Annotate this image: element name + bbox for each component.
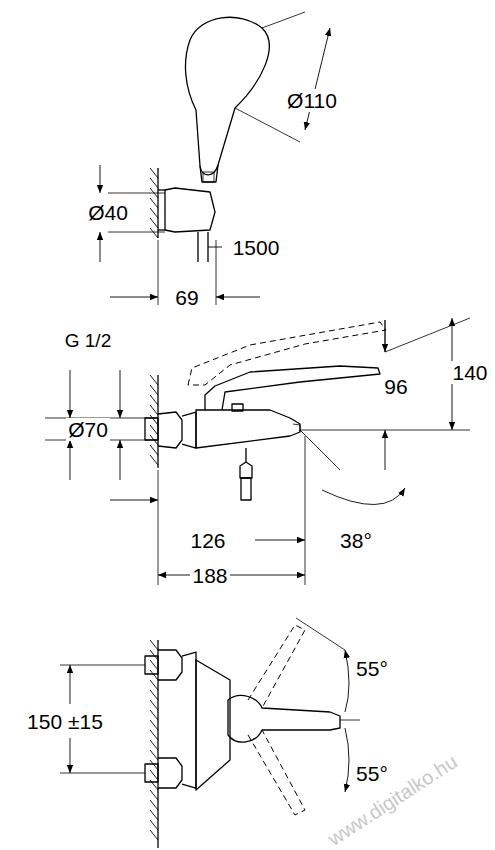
hatch-stroke <box>150 760 158 770</box>
hatch-stroke <box>150 198 158 208</box>
hatch-stroke <box>150 640 158 650</box>
hatch-stroke <box>150 700 158 710</box>
hatch-stroke <box>150 415 158 425</box>
length-dimension: 69 <box>173 286 200 309</box>
hatch-stroke <box>150 750 158 760</box>
height-dimension: 96 <box>382 375 409 398</box>
hatch-stroke <box>150 228 158 238</box>
spout-body <box>196 410 300 448</box>
mixer-top <box>145 625 340 815</box>
hatch-stroke <box>150 690 158 700</box>
hatch-stroke <box>150 178 158 188</box>
lever-open <box>188 322 386 385</box>
height-dimension: 140 <box>450 361 489 384</box>
length-dimension: 1500 <box>231 236 282 259</box>
lever <box>228 695 340 742</box>
hatch-stroke <box>150 710 158 720</box>
hatch-stroke <box>150 425 158 435</box>
hatch-stroke <box>150 670 158 680</box>
hatch-stroke <box>150 218 158 228</box>
hatch-stroke <box>150 405 158 415</box>
hatch-stroke <box>150 720 158 730</box>
hatch-stroke <box>150 385 158 395</box>
hatch-stroke <box>150 820 158 830</box>
hatch-stroke <box>150 660 158 670</box>
hatch-stroke <box>150 730 158 740</box>
hatch-stroke <box>150 810 158 820</box>
diameter-dimension: Ø110 <box>285 89 339 112</box>
spacing-dimension: 150 ±15 <box>25 710 105 733</box>
length-dimension: 126 <box>188 529 227 552</box>
angle-dimension: 55° <box>354 762 390 785</box>
hatch-stroke <box>150 375 158 385</box>
hatch-stroke <box>150 445 158 455</box>
hatch-stroke <box>150 770 158 780</box>
hose <box>198 232 208 262</box>
angle-dimension: 55° <box>354 657 390 680</box>
hatch-stroke <box>150 168 158 178</box>
hatch-stroke <box>150 650 158 660</box>
hatch-stroke <box>150 830 158 840</box>
diameter-dimension: Ø40 <box>86 201 130 224</box>
thread-size: G 1/2 <box>63 330 113 351</box>
hatch-stroke <box>150 395 158 405</box>
hand-shower <box>158 17 269 262</box>
shower-holder <box>165 188 215 232</box>
hatch-stroke <box>150 790 158 800</box>
hatch-stroke <box>150 740 158 750</box>
hatch-stroke <box>150 455 158 465</box>
watermark: www.digitalko.hu <box>322 749 462 850</box>
hatch-stroke <box>150 208 158 218</box>
wall-hatching <box>150 168 158 840</box>
mixer-side <box>145 322 386 500</box>
diameter-dimension: Ø70 <box>66 418 110 441</box>
length-dimension: 188 <box>190 564 229 587</box>
lever <box>205 366 380 410</box>
angle-dimension: 38° <box>338 529 374 552</box>
hatch-stroke <box>150 800 158 810</box>
hatch-stroke <box>150 680 158 690</box>
